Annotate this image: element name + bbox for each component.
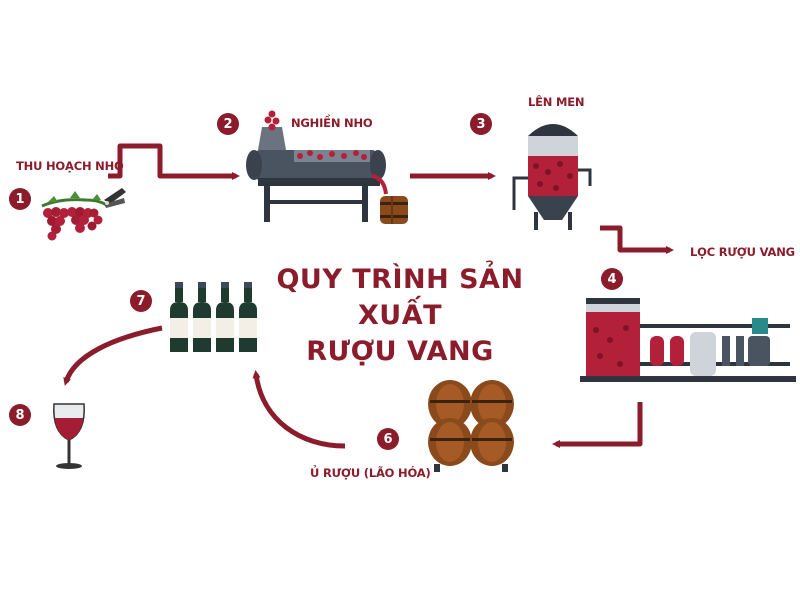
step-7-badge: 7 [130, 290, 152, 312]
arrow-7-to-8 [63, 325, 163, 386]
wine-bottles-icon [170, 282, 257, 352]
title-line-2: RƯỢU VANG [306, 336, 494, 367]
diagram-title: QUY TRÌNH SẢN XUẤT RƯỢU VANG [240, 262, 560, 370]
step-6-badge: 6 [377, 428, 399, 450]
arrow-3-to-4 [600, 225, 674, 254]
pruning-shears-icon [104, 188, 126, 208]
small-barrel-icon [380, 196, 408, 224]
arrow-4-to-6 [552, 402, 643, 448]
step-3-badge: 3 [470, 113, 492, 135]
step-8-badge: 8 [9, 404, 31, 426]
title-line-1: QUY TRÌNH SẢN XUẤT [276, 264, 524, 331]
step-4-badge: 4 [601, 268, 623, 290]
grapes-icon [41, 191, 109, 241]
step-2-label: NGHIỀN NHO [291, 116, 373, 130]
filtration-system-icon [580, 298, 796, 382]
step-1-label: THU HOẠCH NHO [16, 159, 124, 173]
step-6-label: Ủ RƯỢU (LÃO HÓA) [310, 466, 431, 480]
arrow-1-to-2 [108, 143, 240, 180]
step-4-label: LỌC RƯỢU VANG [690, 245, 795, 259]
step-1-badge: 1 [9, 188, 31, 210]
oak-barrels-icon [428, 380, 514, 472]
wine-glass-icon [53, 403, 85, 469]
step-3-label: LÊN MEN [528, 95, 585, 109]
crusher-machine-icon [246, 110, 388, 222]
fermentation-tank-icon [512, 124, 592, 230]
arrow-6-to-7 [252, 370, 346, 449]
step-2-badge: 2 [217, 113, 239, 135]
